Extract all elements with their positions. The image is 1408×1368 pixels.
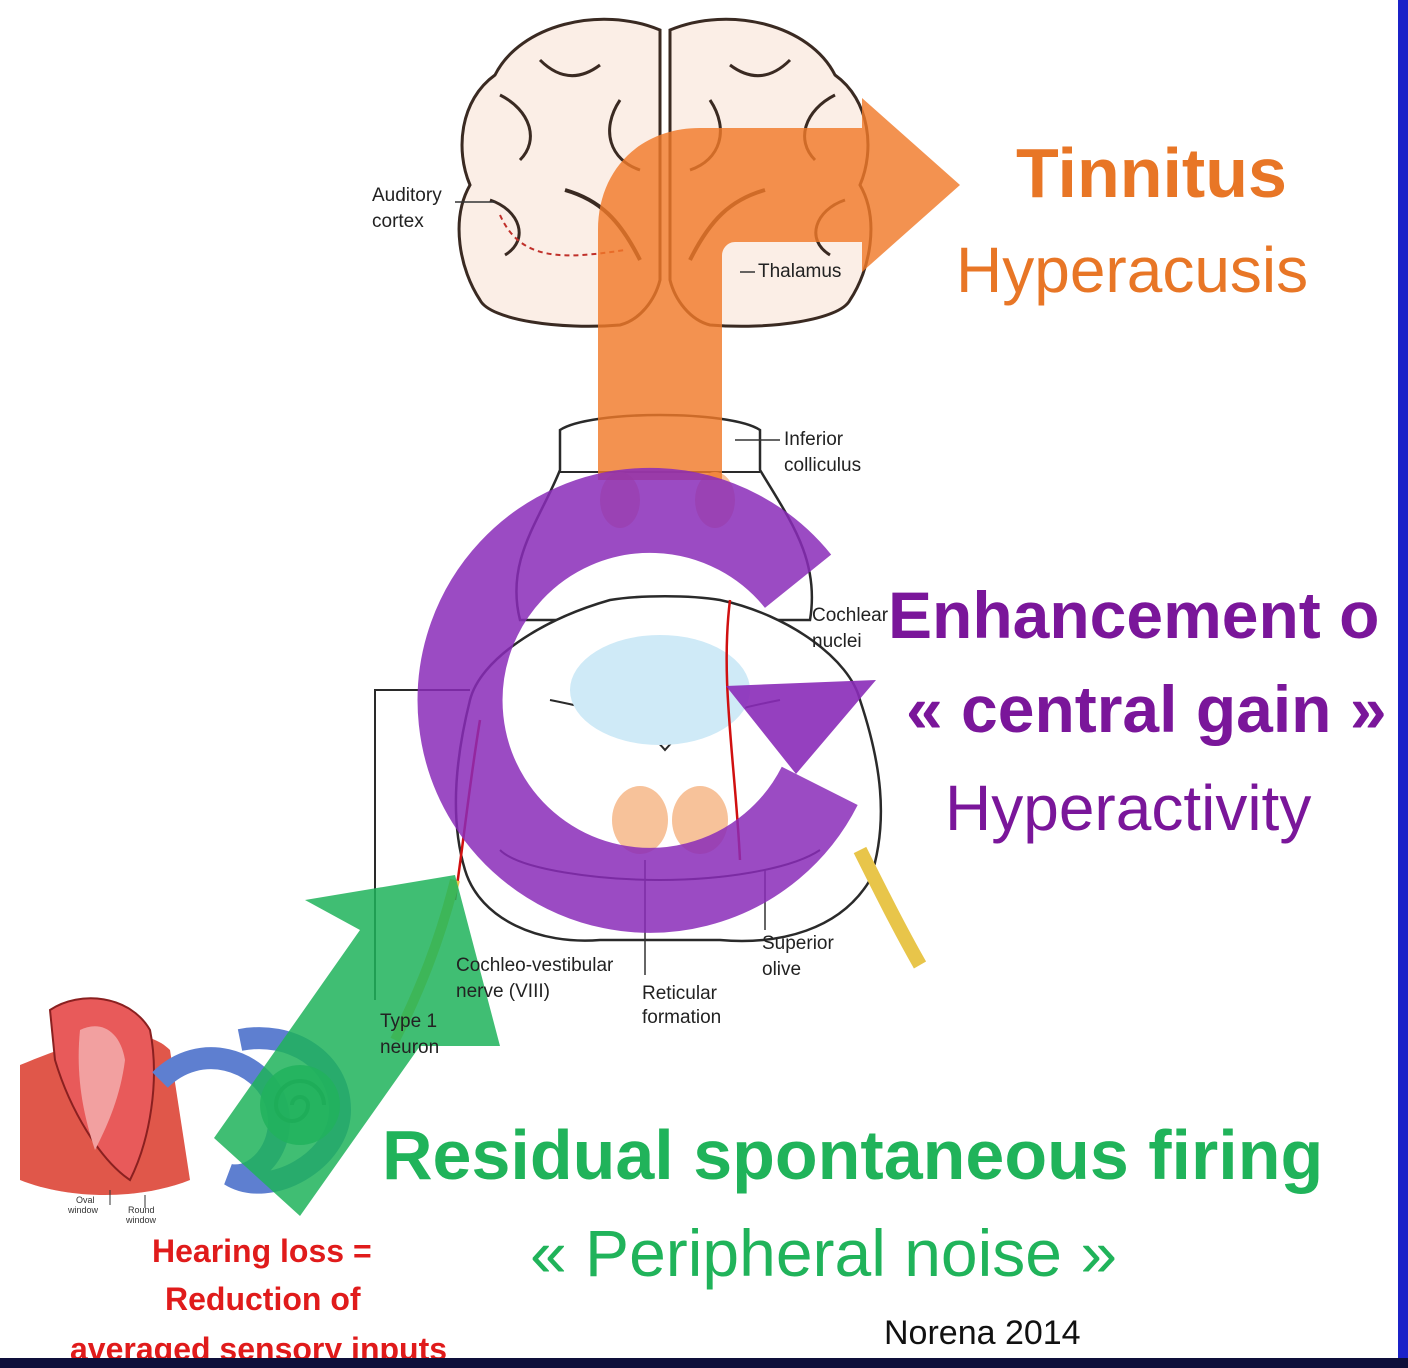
label-superior-olive-1: Superior bbox=[762, 934, 834, 953]
citation: Norena 2014 bbox=[884, 1316, 1081, 1350]
right-nerve-bundle bbox=[860, 850, 920, 965]
label-oval-window-2: window bbox=[68, 1206, 98, 1215]
central-gain-line1: Enhancement o bbox=[888, 582, 1379, 648]
label-type1-1: Type 1 bbox=[380, 1012, 437, 1031]
label-reticular-2: formation bbox=[642, 1008, 721, 1027]
label-inferior-colliculus-2: colliculus bbox=[784, 456, 861, 475]
peripheral-noise-label: « Peripheral noise » bbox=[530, 1220, 1117, 1286]
label-round-window-2: window bbox=[126, 1216, 156, 1225]
label-inferior-colliculus-1: Inferior bbox=[784, 430, 843, 449]
label-type1-2: neuron bbox=[380, 1038, 439, 1057]
hyperacusis-subtitle: Hyperacusis bbox=[956, 238, 1308, 302]
slide-frame-right bbox=[1398, 0, 1408, 1368]
hearing-loss-line3: averaged sensory inputs bbox=[70, 1333, 447, 1358]
label-auditory-cortex-1: Auditory bbox=[372, 186, 442, 205]
hearing-loss-line2: Reduction of bbox=[165, 1283, 361, 1315]
hyperactivity-label: Hyperactivity bbox=[945, 776, 1311, 840]
central-gain-line2: « central gain » bbox=[906, 676, 1387, 742]
label-cochlear-nuclei-2: nuclei bbox=[812, 632, 862, 651]
hearing-loss-line1: Hearing loss = bbox=[152, 1235, 372, 1267]
tinnitus-title: Tinnitus bbox=[1016, 138, 1287, 208]
label-auditory-cortex-2: cortex bbox=[372, 212, 424, 231]
label-cochlear-nuclei-1: Cochlear bbox=[812, 606, 888, 625]
label-superior-olive-2: olive bbox=[762, 960, 801, 979]
label-round-window-1: Round bbox=[128, 1206, 155, 1215]
label-oval-window-1: Oval bbox=[76, 1196, 95, 1205]
slide-frame-bottom bbox=[0, 1358, 1408, 1368]
label-reticular-1: Reticular bbox=[642, 984, 717, 1003]
residual-firing-label: Residual spontaneous firing bbox=[382, 1120, 1323, 1190]
label-nerve-2: nerve (VIII) bbox=[456, 982, 550, 1001]
label-nerve-1: Cochleo-vestibular bbox=[456, 956, 613, 975]
label-thalamus: Thalamus bbox=[758, 262, 841, 281]
